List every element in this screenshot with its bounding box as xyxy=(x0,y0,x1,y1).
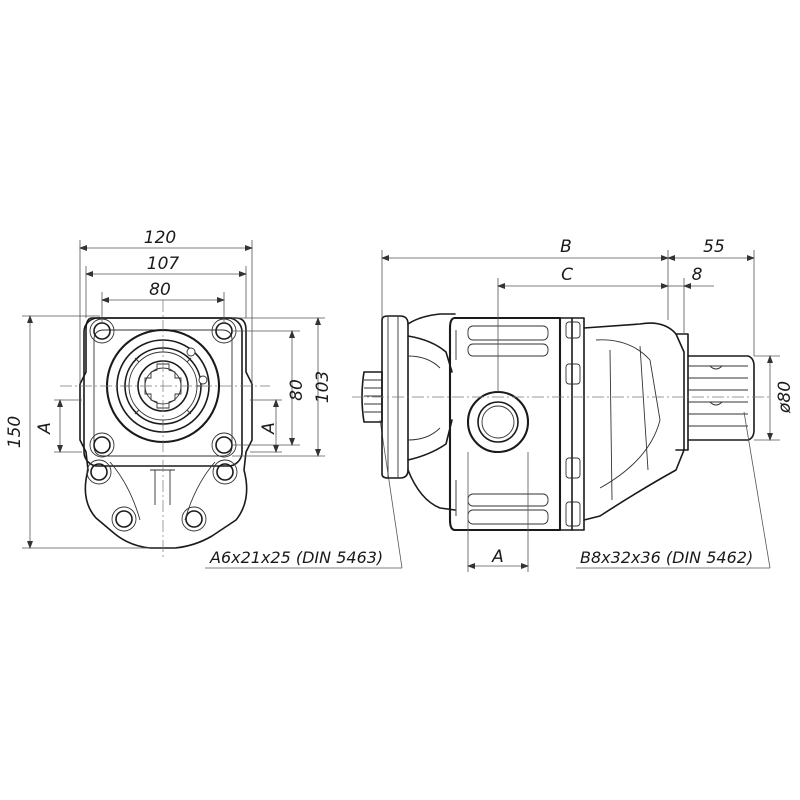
dim-port-A-label: A xyxy=(491,547,504,567)
front-view: 120 107 80 150 103 80 A A xyxy=(5,228,403,569)
dim-80-side-label: 80 xyxy=(287,379,307,401)
dim-107-label: 107 xyxy=(147,254,180,274)
dim-B-label: B xyxy=(560,237,572,257)
side-rear-housing xyxy=(583,322,685,521)
dim-port-right-label: A xyxy=(259,422,279,435)
dim-8-label: 8 xyxy=(692,265,703,285)
side-output-shaft xyxy=(687,355,755,441)
side-body-ribs xyxy=(455,325,549,525)
dim-port-left-label: A xyxy=(35,422,55,435)
dim-55-label: 55 xyxy=(703,237,725,257)
side-port xyxy=(466,390,530,454)
side-body xyxy=(448,316,562,532)
side-shaft-spec: B8x32x36 (DIN 5462) xyxy=(580,548,753,567)
dim-120-label: 120 xyxy=(144,228,176,248)
side-dim-top xyxy=(381,250,755,392)
dim-150-label: 150 xyxy=(5,416,25,448)
front-shaft-spec: A6x21x25 (DIN 5463) xyxy=(209,548,383,567)
front-dim-heights xyxy=(22,315,325,549)
dim-diameter-label: ø80 xyxy=(775,381,795,414)
front-lower-holes xyxy=(86,459,238,532)
front-body-outline xyxy=(79,317,253,549)
side-left-shaft xyxy=(361,371,383,423)
side-view: B C 55 8 ø80 A B8x32x36 (DIN 5462) xyxy=(352,237,795,572)
dim-C-label: C xyxy=(561,265,573,285)
dim-103-label: 103 xyxy=(313,371,333,403)
dim-80-top-label: 80 xyxy=(149,280,171,300)
front-dim-widths xyxy=(79,240,253,384)
